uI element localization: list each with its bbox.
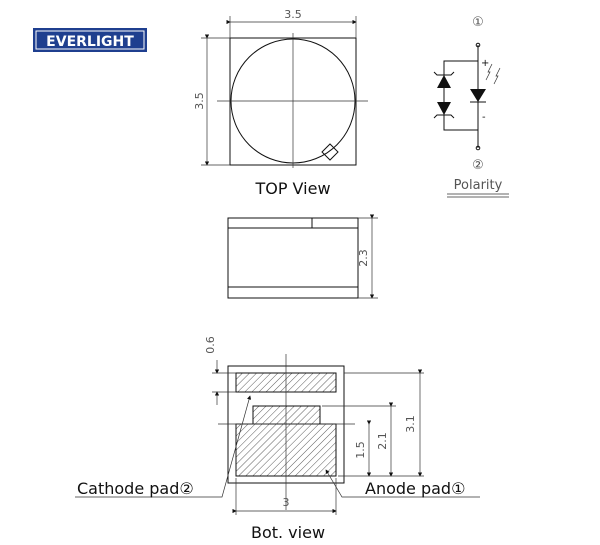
logo-text: EVERLIGHT — [46, 34, 134, 50]
polarity-label: Polarity — [454, 178, 503, 193]
side-view: 2.3 — [227, 214, 378, 299]
dim-1-5: 1.5 — [354, 441, 367, 459]
top-width-dim: 3.5 — [284, 8, 302, 21]
top-view-label: TOP View — [254, 179, 330, 198]
zener-diode-icon — [437, 75, 451, 88]
anode-pad-top — [252, 405, 321, 425]
bottom-width-dim: 3 — [283, 496, 290, 509]
polarity-diagram: ① + - ② Polarity — [433, 15, 509, 198]
dim-3-1: 3.1 — [404, 415, 417, 433]
side-height-dim: 2.3 — [357, 249, 370, 267]
pin-1-label: ① — [472, 15, 484, 30]
pad-gap-dim: 0.6 — [204, 336, 217, 354]
plus-sign: + — [481, 58, 489, 69]
anode-pad-label: Anode pad① — [365, 479, 465, 498]
pin-2-label: ② — [472, 158, 484, 173]
light-emission-icon — [485, 63, 501, 85]
led-diode-icon — [470, 89, 486, 102]
zener-diode-icon — [437, 102, 451, 115]
top-height-dim: 3.5 — [193, 92, 206, 110]
top-view: 3.5 3.5 TOP View — [193, 8, 368, 198]
dim-2-1: 2.1 — [376, 432, 389, 450]
bottom-view: 0.6 3.1 2.1 1.5 3 Cathode pad② Anode pad… — [75, 336, 480, 542]
everlight-logo: EVERLIGHT — [33, 28, 147, 52]
minus-sign: - — [482, 112, 486, 123]
bottom-view-label: Bot. view — [251, 523, 325, 542]
cathode-pad-label: Cathode pad② — [77, 479, 194, 498]
